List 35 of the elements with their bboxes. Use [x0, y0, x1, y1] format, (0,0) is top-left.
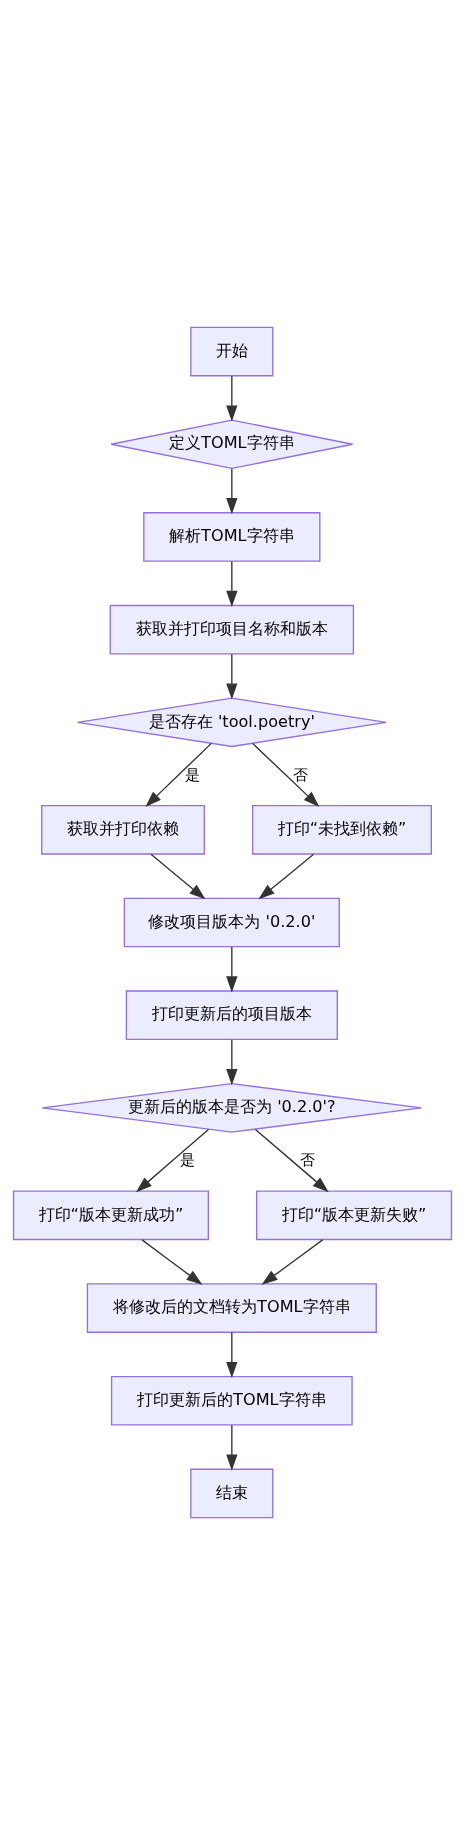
node-box: 解析TOML字符串	[143, 511, 321, 562]
arrow	[261, 1238, 324, 1285]
arrow	[226, 560, 238, 607]
node-box: 打印“版本更新成功”	[12, 1190, 209, 1240]
arrow	[226, 1331, 238, 1378]
node-box: 修改项目版本为 '0.2.0'	[123, 897, 340, 947]
node-diamond: 是否存在 'tool.poetry'	[76, 696, 387, 747]
arrow	[226, 653, 238, 700]
arrow	[258, 853, 315, 899]
edge-label: 是	[180, 1150, 195, 1168]
arrow	[150, 853, 206, 899]
arrow	[226, 1038, 238, 1085]
arrow	[226, 1424, 238, 1471]
arrow	[226, 374, 238, 421]
edge-label: 否	[299, 1150, 315, 1168]
node-box: 获取并打印依赖	[41, 804, 205, 855]
node-box: 打印“未找到依赖”	[252, 804, 432, 855]
node-box: 打印更新后的项目版本	[125, 989, 338, 1040]
arrow	[141, 1238, 203, 1285]
arrow	[251, 742, 320, 807]
arrow	[254, 1128, 329, 1192]
arrow	[226, 945, 238, 992]
edge-label: 是	[185, 765, 201, 783]
node-box: 打印“版本更新失败”	[256, 1190, 453, 1240]
node-diamond: 定义TOML字符串	[110, 418, 354, 469]
node-box: 打印更新后的TOML字符串	[110, 1375, 353, 1426]
node-box: 将修改后的文档转为TOML字符串	[86, 1282, 377, 1333]
arrow	[226, 467, 238, 514]
node-diamond: 更新后的版本是否为 '0.2.0'?	[41, 1082, 422, 1133]
node-box: 获取并打印项目名称和版本	[109, 604, 355, 654]
arrow	[136, 1128, 210, 1192]
edge-label: 否	[292, 765, 308, 783]
node-box: 结束	[190, 1468, 274, 1518]
node-box: 开始	[190, 326, 274, 376]
arrow	[145, 742, 212, 807]
